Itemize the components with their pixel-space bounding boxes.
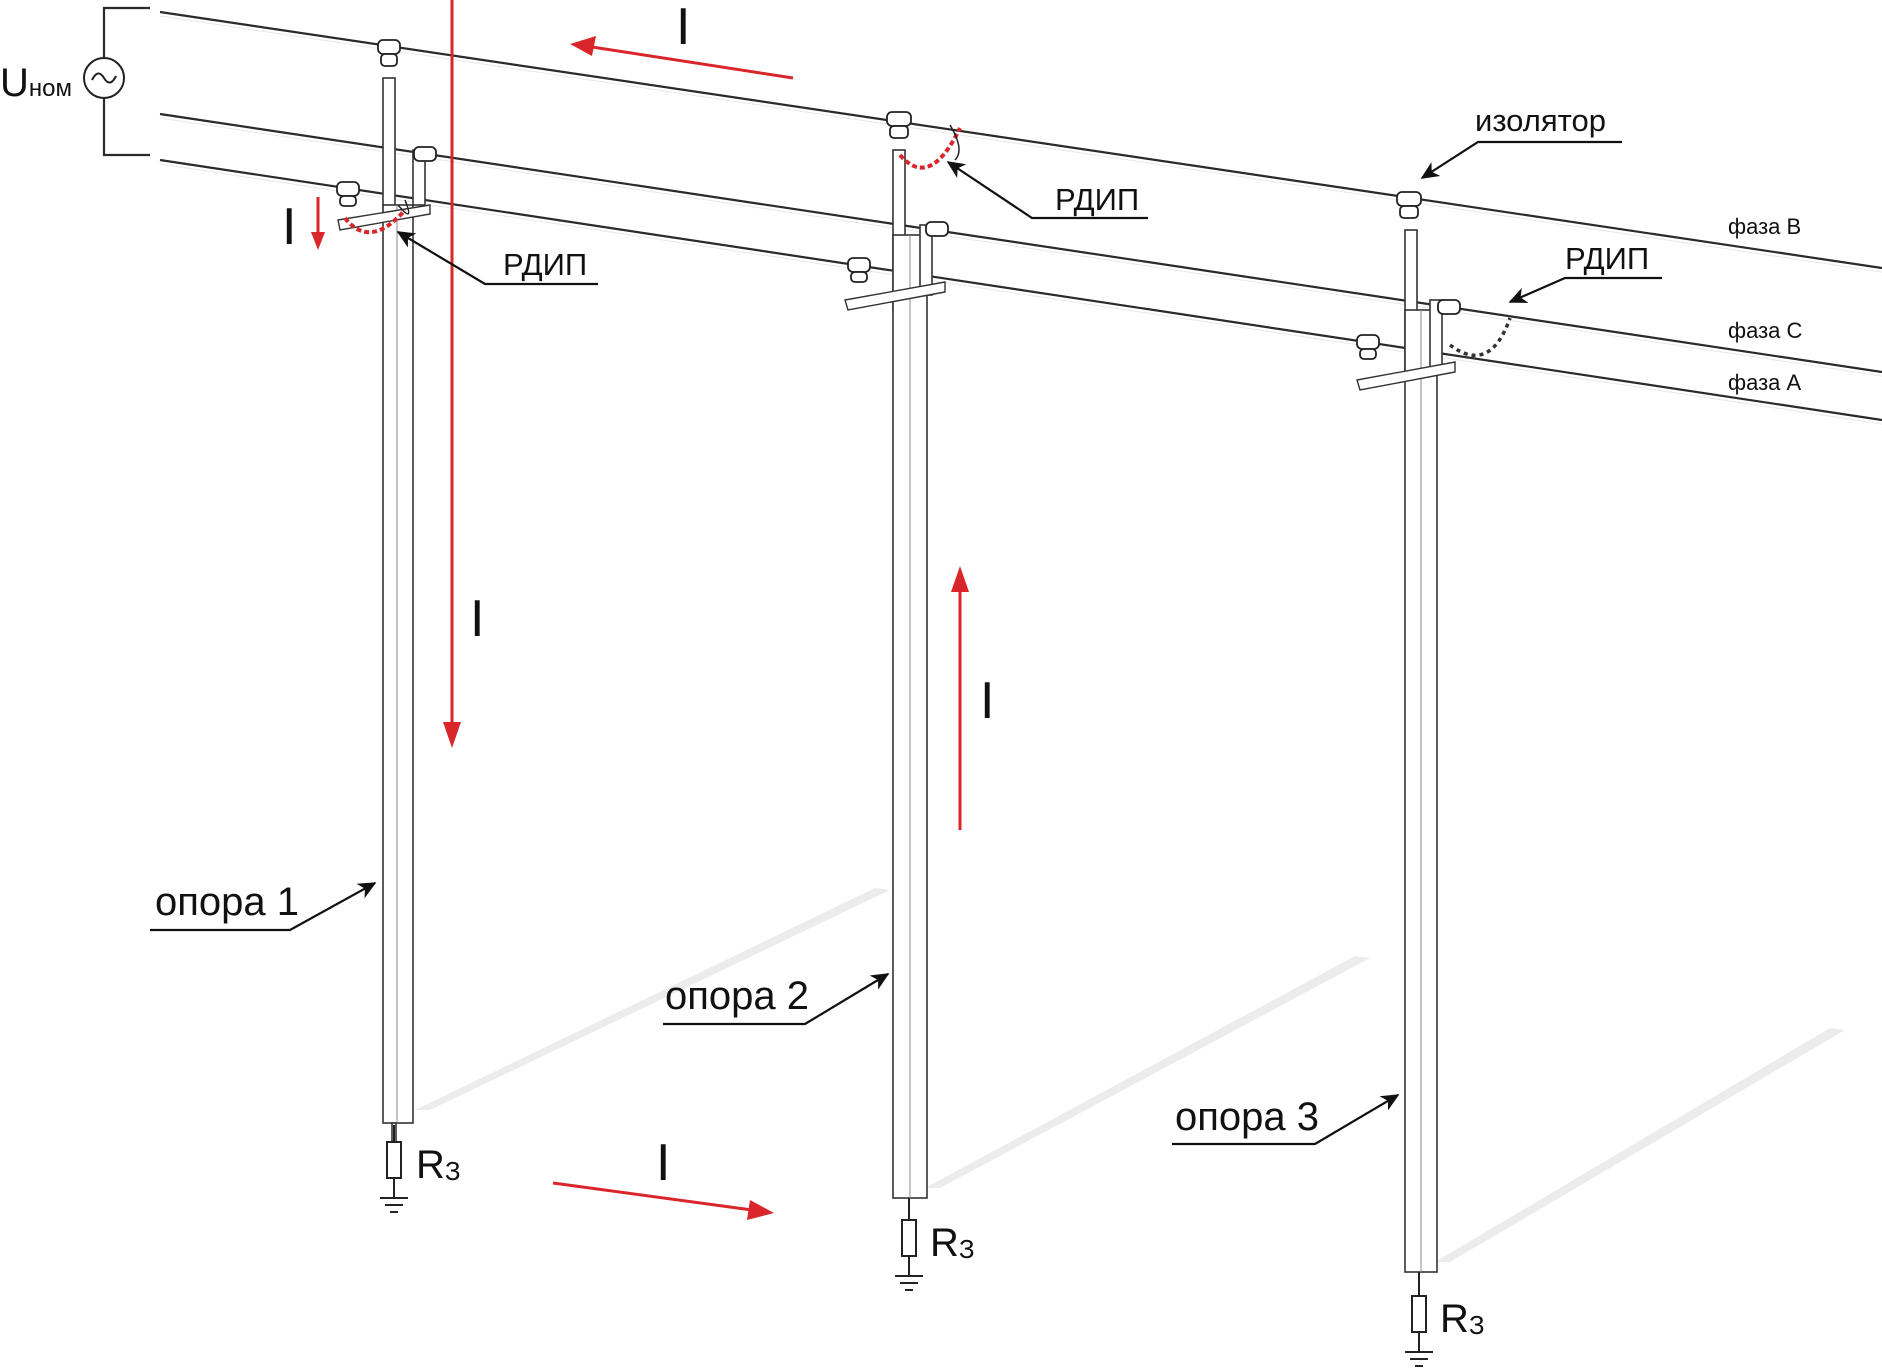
resistor-2-label: RЗ [930,1221,975,1265]
current-arrow-ground [552,1181,753,1212]
pole-1 [336,39,437,1144]
phase-c-wire [159,112,1882,374]
phase-b-wire [159,10,1882,270]
pole-2 [844,111,962,1199]
current-arrows [311,0,969,1220]
annotations: изолятор РДИП РДИП РДИП фаза B фаза C фа… [150,103,1803,1146]
pole-3-label: опора 3 [1175,1095,1319,1139]
ground-resistor-2: RЗ [895,1198,975,1291]
ground-resistor-1: RЗ [380,1125,461,1213]
pole-2-shadow [925,956,1370,1188]
pole-3 [1356,191,1512,1273]
resistor-1-label: RЗ [416,1143,461,1187]
source-label: Uном [0,61,72,105]
phase-b-label: фаза B [1728,214,1801,239]
rdip-2-device [898,127,962,170]
current-label-ground: I [656,1134,670,1192]
rdip-1-device [343,208,407,235]
current-label-small: I [282,198,296,256]
resistor-3-label: RЗ [1440,1297,1485,1341]
insulator-label: изолятор [1475,103,1606,138]
insulator-icon [377,39,401,55]
current-label-top: I [676,0,690,56]
current-label-pole-2: I [980,672,994,730]
pole-1-shadow [415,888,890,1110]
rdip-3-device [1448,317,1512,357]
ground-resistor-3: RЗ [1405,1272,1485,1367]
conductors [159,10,1882,425]
rdip-label-2: РДИП [1055,182,1139,217]
phase-a-wire [159,158,1882,422]
current-labels: I I I I I [282,0,994,1192]
voltage-source: Uном [0,6,150,157]
pole-1-label: опора 1 [155,880,299,924]
pole-2-label: опора 2 [665,974,809,1018]
rdip-label-1: РДИП [503,247,587,282]
current-label-pole-1: I [470,590,484,648]
phase-a-label: фаза A [1728,370,1802,395]
phase-c-label: фаза C [1728,318,1803,343]
pole-3-shadow [1435,1028,1845,1262]
pole-shadows [415,888,1845,1262]
rdip-label-3: РДИП [1565,241,1649,276]
current-arrow-top [591,45,794,80]
